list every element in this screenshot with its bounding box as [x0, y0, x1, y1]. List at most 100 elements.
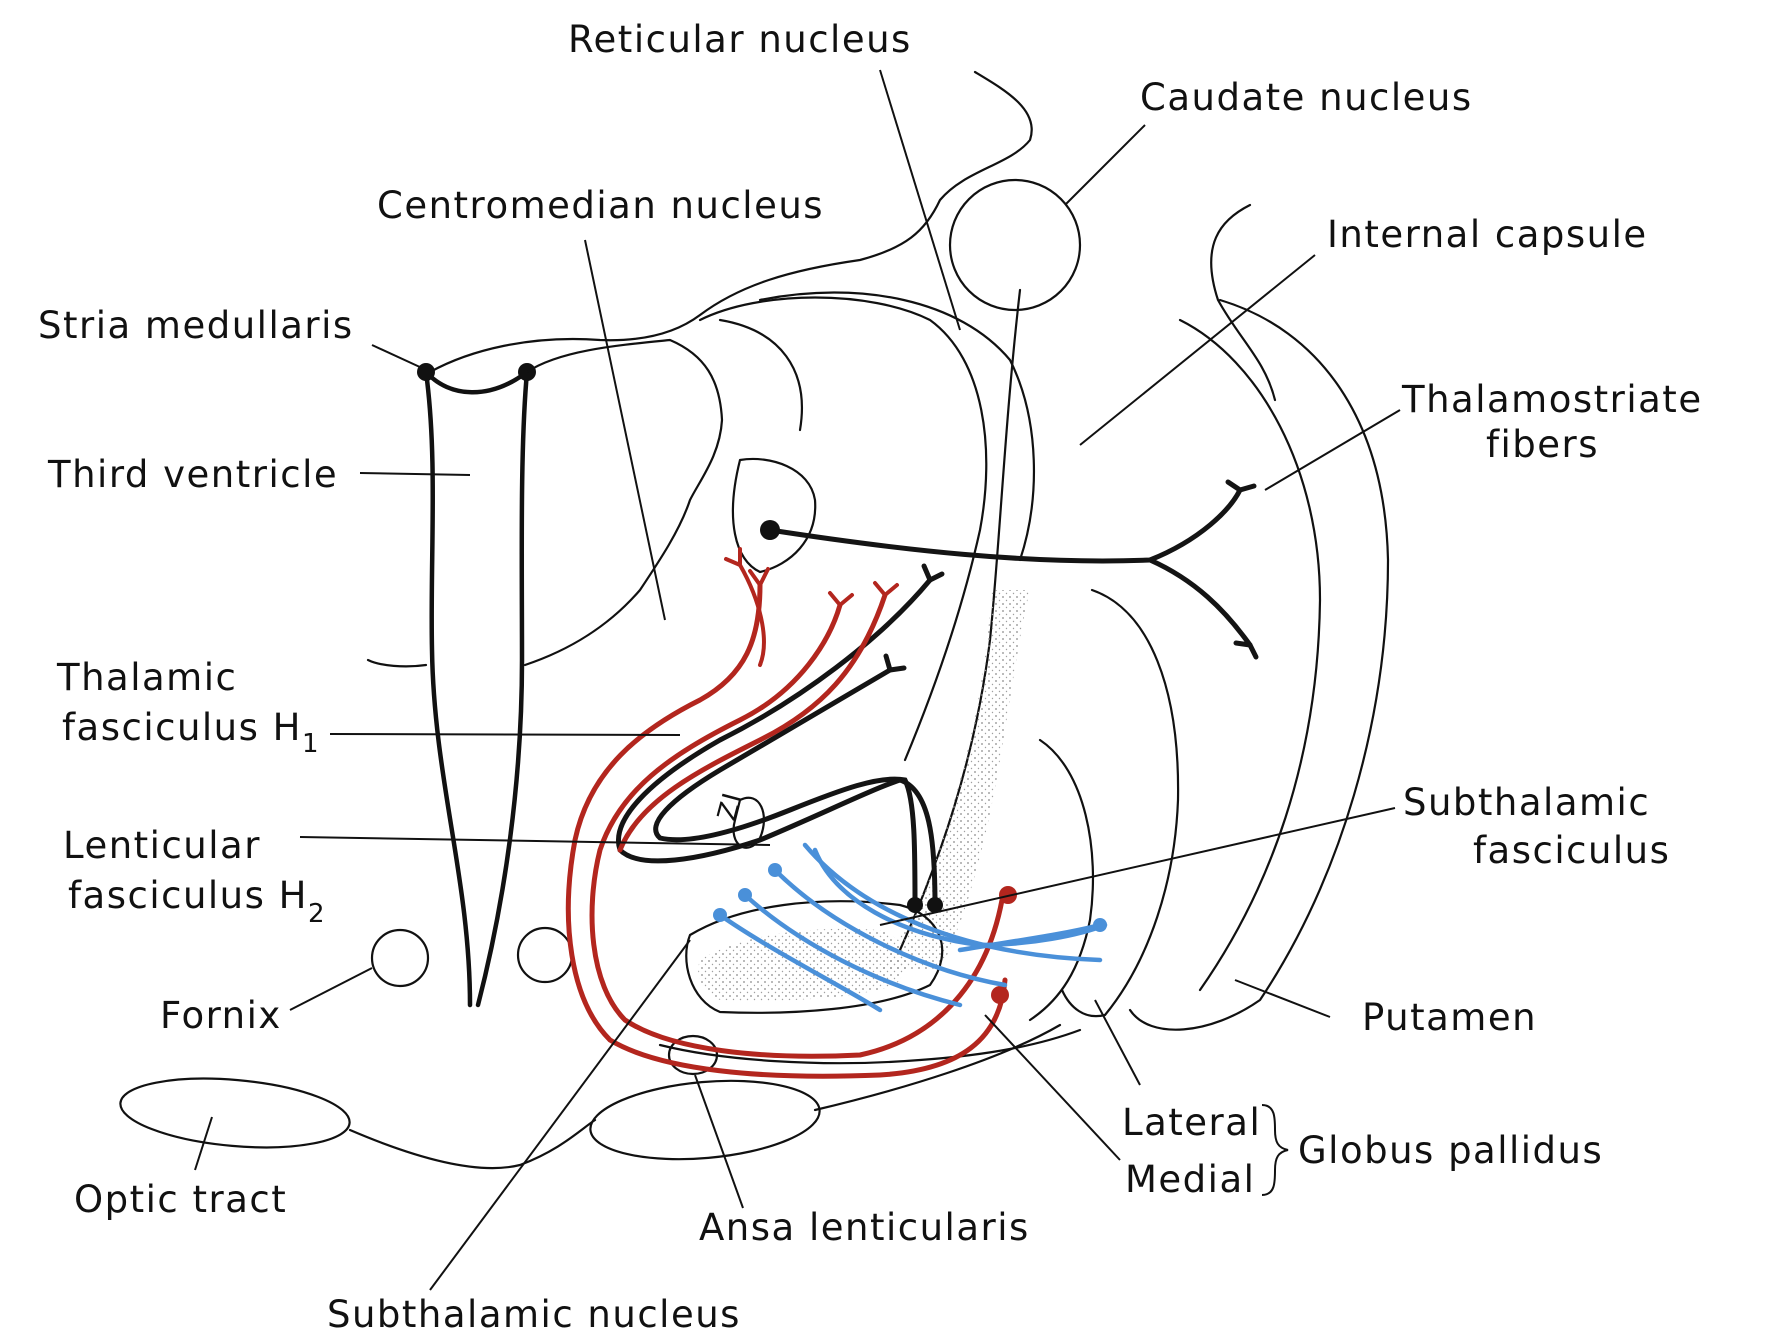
optic-tract-right: [589, 1079, 821, 1161]
third-ventricle-right-wall: [475, 369, 530, 1008]
leader-internal-capsule: [1079, 254, 1316, 446]
label-thalamic-fasciculus-2: fasciculus H1: [62, 706, 320, 759]
blue-dot-4: [1093, 918, 1107, 932]
label-thalamostriate-2: fibers: [1486, 423, 1599, 466]
lenticular-fasciculus-dot-2: [927, 897, 943, 913]
label-third-ventricle: Third ventricle: [47, 453, 338, 496]
reticular-lamina-outer: [758, 291, 1036, 562]
label-medial: Medial: [1125, 1158, 1255, 1201]
upper-brain-contour: [428, 70, 1033, 374]
red-fibers: [565, 547, 1017, 1079]
leader-medial: [984, 1014, 1121, 1161]
lenticular-fasciculus-subscript: 2: [308, 899, 326, 929]
thalamostriate-terminal-1: [1225, 479, 1257, 493]
label-optic-tract: Optic tract: [74, 1178, 287, 1221]
label-fornix: Fornix: [160, 994, 282, 1037]
third-ventricle-left-wall: [423, 369, 473, 1008]
stria-medullaris-left-dot: [417, 363, 435, 381]
leader-lines: [194, 69, 1401, 1291]
fornix-right-circle: [516, 926, 574, 984]
ventral-contour: [348, 1118, 597, 1170]
globus-pallidus-brace: [1261, 1104, 1289, 1196]
leader-lateral: [1094, 999, 1141, 1086]
leader-ansa: [694, 1074, 744, 1209]
label-putamen: Putamen: [1362, 996, 1537, 1039]
label-thalamic-fasciculus-1: Thalamic: [56, 656, 237, 699]
lateral-globus-pallidus: [1060, 588, 1180, 1018]
label-caudate-nucleus: Caudate nucleus: [1140, 76, 1473, 119]
leader-thalamic-fasciculus: [329, 733, 681, 736]
stria-medullaris-arc: [423, 369, 530, 395]
leader-putamen: [1234, 979, 1331, 1018]
leader-fornix: [289, 967, 373, 1011]
medial-globus-pallidus: [1028, 738, 1095, 1022]
label-centromedian-nucleus: Centromedian nucleus: [377, 184, 824, 227]
red-fiber-outer: [565, 582, 1008, 1079]
thalamostriate-terminal-2: [1233, 640, 1259, 660]
putamen-outline: [1128, 298, 1390, 1031]
black-fibers: [616, 479, 1259, 913]
blue-dot-1: [713, 908, 727, 922]
black-terminal-2: [883, 653, 907, 673]
leader-subthalamic-nucleus: [429, 939, 691, 1291]
label-internal-capsule: Internal capsule: [1327, 213, 1648, 256]
anatomy-outlines: [119, 70, 1390, 1170]
label-ansa-lenticularis: Ansa lenticularis: [699, 1206, 1030, 1249]
leader-centromedian: [584, 239, 666, 621]
red-terminal-3: [873, 581, 899, 597]
thalamic-fasciculus-black-outer: [616, 577, 938, 908]
putamen-inner-contour: [1178, 318, 1322, 992]
label-lenticular-fasciculus-1: Lenticular: [63, 824, 261, 867]
reticular-nucleus-band: [718, 318, 803, 432]
label-reticular-nucleus: Reticular nucleus: [568, 18, 912, 61]
red-fiber-inner: [617, 592, 888, 853]
red-fiber-dot-2: [991, 986, 1009, 1004]
fornix-left-circle: [370, 928, 430, 988]
subthalamic-nucleus-outline: [685, 900, 944, 1014]
label-lateral: Lateral: [1122, 1101, 1261, 1144]
blue-fiber-5: [812, 847, 1108, 948]
leader-stria: [371, 344, 423, 369]
thalamic-fasciculus-black-inner: [653, 667, 918, 908]
red-fiber-middle: [589, 602, 1005, 1059]
blue-fiber-4: [802, 842, 1103, 963]
leader-optic-tract: [194, 1116, 213, 1171]
blue-fiber-1: [717, 912, 883, 1013]
leader-reticular: [879, 69, 961, 331]
leader-thalamostriate: [1264, 409, 1401, 491]
thalamic-fasciculus-subscript: 1: [302, 729, 320, 759]
lenticular-fasciculus-dot-1: [907, 897, 923, 913]
label-subthalamic-nucleus: Subthalamic nucleus: [327, 1293, 741, 1336]
labels: Reticular nucleus Caudate nucleus Centro…: [38, 18, 1703, 1336]
blue-fiber-2: [742, 892, 963, 1008]
red-branch-terminal: [724, 547, 742, 567]
blue-fiber-3: [772, 867, 1008, 988]
label-stria-medullaris: Stria medullaris: [38, 304, 354, 347]
label-thalamostriate-1: Thalamostriate: [1401, 378, 1703, 421]
thalamostriate-fiber-branch: [1147, 557, 1253, 648]
reticular-lamina-inner: [698, 296, 988, 762]
left-thalamus-fragment: [366, 658, 428, 668]
thalamic-fasciculus-text: fasciculus H: [62, 706, 302, 749]
label-globus-pallidus: Globus pallidus: [1298, 1129, 1603, 1172]
red-terminal-1: [748, 567, 770, 587]
blue-dot-3: [768, 863, 782, 877]
ansa-lenticularis-oval: [667, 1034, 719, 1076]
black-terminal-1: [921, 563, 945, 583]
blue-fibers: [713, 842, 1108, 1013]
centromedian-nucleus-outline: [731, 457, 817, 574]
red-branch: [738, 563, 766, 667]
thalamostriate-fiber-main: [767, 487, 1243, 564]
leader-third-ventricle: [359, 472, 471, 476]
ventral-contour-right: [813, 1023, 1062, 1112]
red-terminal-2: [828, 591, 854, 607]
blue-fiber-6: [957, 922, 1103, 953]
caudate-nucleus-circle: [948, 178, 1082, 312]
thalamostriate-origin-dot: [760, 520, 780, 540]
label-subthalamic-fasciculus-1: Subthalamic: [1403, 781, 1650, 824]
thalamus-outline: [523, 338, 724, 667]
leader-subthalamic-fasciculus: [879, 807, 1396, 926]
blue-dot-2: [738, 888, 752, 902]
leader-caudate: [1064, 124, 1146, 206]
